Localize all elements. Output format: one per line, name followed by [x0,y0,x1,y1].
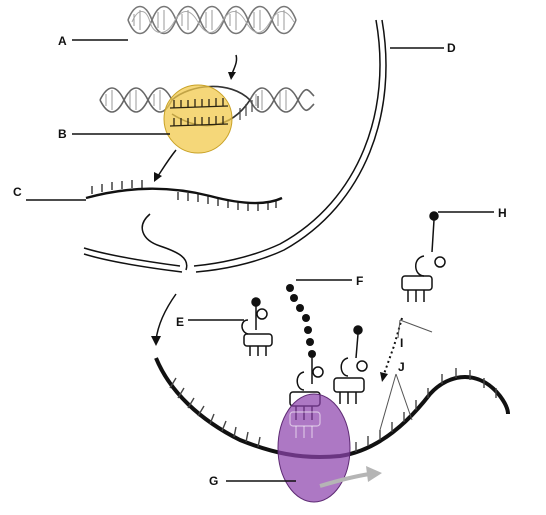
arrow-transcription-to-mrna [157,149,177,177]
ribosome-direction-arrow [319,472,371,488]
ribosome-direction-arrowhead [366,466,382,482]
rna-polymerase-bases [169,98,229,127]
leader-lines-i-j [379,319,433,431]
label-a: A [58,34,67,48]
dna-double-helix [127,5,297,35]
mrna-exiting-nucleus [141,213,188,271]
nuclear-membrane-d [83,19,387,273]
trna-e [241,297,273,356]
arrow-to-translation [155,293,177,341]
mrna-strand-translation [154,357,510,460]
label-g: G [209,474,219,488]
arrow-dna-to-transcription [231,54,238,75]
label-e: E [176,315,185,329]
label-d: D [447,41,456,55]
trna-middle [333,325,368,404]
ribosome-bound-trna-outline [289,411,321,438]
label-i: I [400,336,404,350]
label-j: J [398,360,405,374]
trna-h [401,211,446,302]
polypeptide-chain-f [286,284,316,358]
label-h: H [498,206,507,220]
label-b: B [58,127,67,141]
ribosome [277,393,351,503]
label-f: F [356,274,364,288]
mrna-strand-c [85,180,283,211]
label-c: C [13,185,22,199]
